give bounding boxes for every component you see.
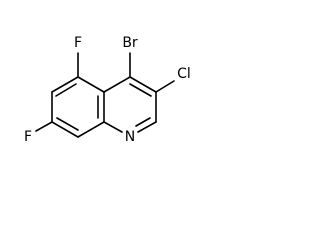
bond-c8-c8a (77, 121, 105, 138)
chlorine-label: Cl (177, 66, 191, 82)
structure-diagram: Br Cl F F N (24, 35, 191, 145)
fluorine-7-label: F (24, 129, 32, 145)
bond-c4a-c5 (77, 76, 105, 93)
bond-c3-cl (155, 80, 175, 93)
bond-c7-f (35, 121, 53, 132)
bond-c7-c8-inner (56, 117, 79, 131)
bromine-label: Br (122, 35, 138, 51)
bond-c5-c6-inner (55, 83, 77, 97)
bond-n1-c8a (103, 121, 123, 133)
nitrogen-label: N (125, 129, 135, 145)
bond-c4-c3-inner (129, 83, 152, 97)
bond-c4a-c4 (103, 76, 131, 93)
bond-c7-c8 (51, 121, 79, 138)
molecule-svg: Br Cl F F N (24, 35, 191, 145)
bond-c2-n1 (137, 121, 157, 133)
bond-c4-c3 (129, 76, 157, 93)
bond-c5-c6 (51, 76, 79, 93)
bond-c2-n1-inner (135, 117, 151, 127)
fluorine-5-label: F (74, 35, 82, 51)
